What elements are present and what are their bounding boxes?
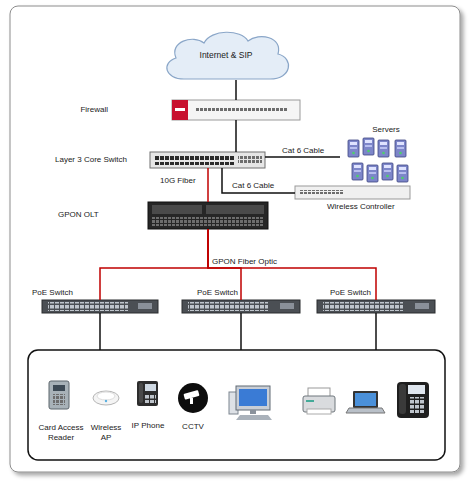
server-node: Servers — [340, 137, 416, 187]
server-icon — [348, 140, 359, 157]
laptop-screen — [355, 393, 376, 406]
ethernet-drop — [375, 313, 377, 350]
server-icon — [397, 165, 408, 182]
sfp-ports — [238, 155, 262, 163]
node-label: PoE Switch — [330, 288, 390, 298]
gpon-link — [100, 229, 208, 300]
switch-body — [150, 152, 265, 168]
node-label: Servers — [348, 125, 424, 135]
node-label: PoE Switch — [32, 288, 92, 298]
laptop-icon — [353, 391, 378, 408]
poe-switch-node: PoE Switch — [42, 300, 158, 313]
olt-body — [148, 202, 268, 229]
olt-module — [206, 205, 264, 214]
endpoint-node: IP Phone — [134, 378, 162, 433]
endpoint-node: Card Access Reader — [40, 378, 82, 443]
firewall-node: Firewall — [172, 100, 300, 120]
sfp-ports — [415, 303, 429, 309]
ethernet-drop — [240, 313, 242, 350]
cloud-node: Internet & SIP — [158, 28, 294, 80]
controller-node: Wireless Controller — [295, 186, 410, 199]
ip-phone-keypad — [145, 394, 156, 403]
desk-phone-handset — [399, 384, 406, 414]
node-label: CCTV — [173, 422, 213, 432]
monitor-icon — [236, 386, 270, 410]
server-icon — [395, 140, 406, 157]
switch-ports — [48, 302, 128, 311]
desk-phone-keypad — [409, 397, 424, 413]
ip-phone-screen — [145, 384, 156, 391]
card-reader-keypad — [53, 394, 65, 405]
printer-led — [306, 400, 314, 402]
endpoint-node: CCTV — [178, 382, 208, 432]
cctv-icon — [178, 383, 208, 413]
controller-ports — [300, 190, 344, 194]
server-icon — [382, 163, 393, 180]
switch-ports — [188, 302, 268, 311]
keyboard — [236, 415, 272, 420]
controller-body — [295, 186, 410, 199]
access-point-led — [105, 400, 107, 402]
ip-phone-handset — [139, 383, 143, 403]
desk-phone-screen — [408, 385, 425, 394]
firewall-body — [172, 100, 300, 120]
sfp-ports — [280, 303, 294, 309]
server-icon — [352, 163, 363, 180]
switch-ports — [323, 302, 403, 311]
cat6-link — [222, 168, 295, 193]
link-label: Cat 6 Cable — [282, 146, 324, 156]
ethernet-link — [235, 120, 237, 152]
node-label: PoE Switch — [197, 288, 257, 298]
node-label: Wireless AP — [87, 423, 125, 443]
endpoint-node: Wireless AP — [88, 378, 124, 443]
card-reader-screen — [53, 385, 65, 391]
node-label: Layer 3 Core Switch — [55, 155, 145, 165]
monitor-stand — [250, 410, 256, 414]
monitor-screen — [239, 389, 267, 406]
link-label: Cat 6 Cable — [232, 181, 274, 191]
switch-body — [182, 300, 300, 313]
fiber-link — [207, 168, 209, 202]
link-label: GPON Fiber Optic — [212, 257, 277, 267]
ip-phone-icon — [137, 381, 158, 406]
olt-module — [152, 205, 202, 214]
endpoint-group — [28, 350, 445, 460]
node-label: IP Phone — [126, 421, 170, 431]
switch-ports — [154, 154, 234, 165]
poe-switch-node: PoE Switch — [182, 300, 300, 313]
poe-switch-node: PoE Switch — [317, 300, 435, 313]
node-label: Wireless Controller — [327, 202, 417, 212]
outer-frame — [10, 6, 460, 472]
card-reader-icon — [49, 381, 69, 409]
desk-phone-icon — [397, 382, 429, 418]
ethernet-drop — [99, 313, 101, 350]
olt-node: GPON OLT — [148, 202, 268, 229]
sfp-ports — [138, 303, 152, 309]
node-label: GPON OLT — [58, 210, 138, 220]
firewall-ports — [196, 108, 288, 112]
cctv-mount — [190, 398, 193, 404]
node-label: Firewall — [60, 105, 108, 115]
access-point-top — [97, 392, 115, 400]
olt-ports — [152, 217, 264, 226]
firewall-badge — [172, 100, 188, 120]
node-label: Internet & SIP — [158, 50, 294, 60]
server-icon — [363, 138, 374, 155]
switch-body — [42, 300, 158, 313]
link-label: 10G Fiber — [160, 176, 196, 186]
server-icon — [378, 140, 389, 157]
laptop-base — [346, 408, 385, 413]
printer-tray — [307, 409, 331, 414]
server-icon — [367, 165, 378, 182]
cat6-link — [265, 156, 340, 158]
switch-body — [317, 300, 435, 313]
core-switch-node: Layer 3 Core Switch — [150, 152, 265, 168]
access-point-icon — [93, 391, 119, 405]
firewall-logo — [175, 108, 185, 111]
ethernet-link — [235, 80, 237, 100]
gpon-link — [208, 229, 376, 300]
node-label: Card Access Reader — [36, 423, 86, 443]
